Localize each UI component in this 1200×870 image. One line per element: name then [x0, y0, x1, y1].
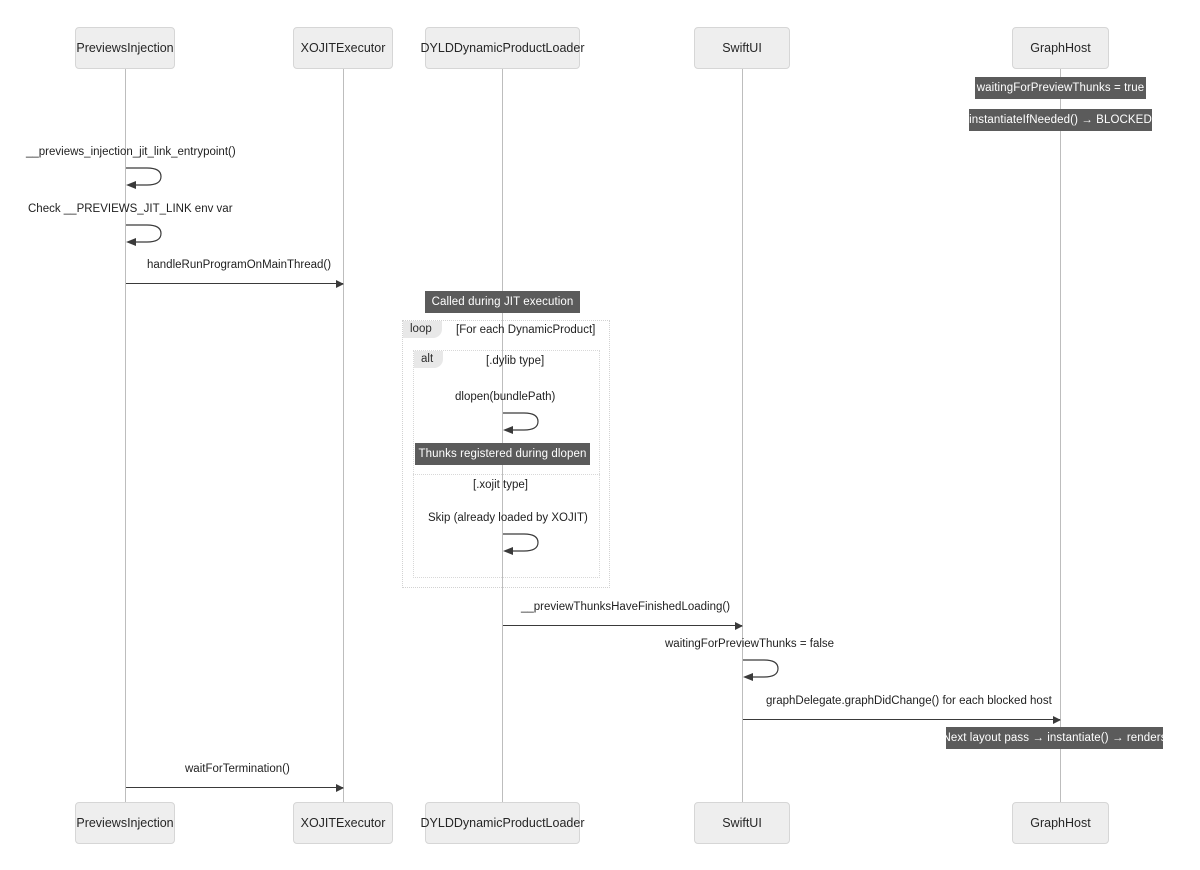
lifeline-xojit	[343, 68, 344, 802]
message-wait-for-termination	[126, 783, 344, 792]
fragment-alt-divider	[413, 474, 600, 475]
self-message-entrypoint	[125, 164, 171, 194]
participant-label: GraphHost	[1030, 41, 1091, 55]
participant-dyld-bottom[interactable]: DYLDDynamicProductLoader	[421, 802, 584, 844]
fragment-alt-else-condition: [.xojit type]	[473, 479, 528, 491]
note-thunks-registered-during-dlopen: Thunks registered during dlopen	[415, 443, 590, 465]
self-message-label-dlopen: dlopen(bundlePath)	[455, 391, 556, 403]
self-message-label-check-env: Check __PREVIEWS_JIT_LINK env var	[28, 203, 233, 215]
note-instantiate-if-needed-blocked: instantiateIfNeeded() → BLOCKED	[969, 109, 1152, 131]
participant-label: XOJITExecutor	[300, 41, 386, 55]
lifeline-dyld	[502, 68, 503, 802]
message-label-graph-did-change: graphDelegate.graphDidChange() for each …	[766, 695, 1052, 707]
self-message-label-entrypoint: __previews_injection_jit_link_entrypoint…	[26, 146, 236, 158]
participant-graphhost-bottom[interactable]: GraphHost	[1012, 802, 1109, 844]
participant-swiftui-top[interactable]: SwiftUI	[694, 27, 790, 69]
note-next-layout-pass: Next layout pass → instantiate() → rende…	[942, 727, 1166, 749]
message-graph-did-change	[743, 715, 1061, 724]
note-text: Next layout pass → instantiate() → rende…	[942, 732, 1167, 744]
participant-xojit-top[interactable]: XOJITExecutor	[293, 27, 393, 69]
participant-previews-top[interactable]: PreviewsInjection	[75, 27, 175, 69]
lifeline-graphhost	[1060, 68, 1061, 802]
self-message-check-env	[125, 221, 171, 251]
note-waiting-for-preview-thunks-true: waitingForPreviewThunks = true	[975, 77, 1146, 99]
participant-label: PreviewsInjection	[76, 41, 174, 55]
participant-previews-bottom[interactable]: PreviewsInjection	[75, 802, 175, 844]
lifeline-previews	[125, 68, 126, 802]
message-preview-thunks-finished	[503, 621, 743, 630]
message-label-wait-for-termination: waitForTermination()	[185, 763, 290, 775]
message-label-preview-thunks-finished: __previewThunksHaveFinishedLoading()	[521, 601, 731, 613]
self-message-waiting-false	[742, 656, 788, 686]
self-message-dlopen	[502, 409, 548, 439]
fragment-loop-condition: [For each DynamicProduct]	[456, 324, 596, 336]
participant-label: SwiftUI	[722, 41, 762, 55]
lifeline-swiftui	[742, 68, 743, 802]
fragment-loop	[402, 320, 610, 588]
fragment-alt	[413, 350, 600, 578]
participant-label: SwiftUI	[722, 816, 762, 830]
note-text: Called during JIT execution	[431, 296, 574, 308]
participant-dyld-top[interactable]: DYLDDynamicProductLoader	[421, 27, 584, 69]
note-called-during-jit-execution: Called during JIT execution	[425, 291, 580, 313]
fragment-alt-condition: [.dylib type]	[486, 355, 545, 367]
participant-xojit-bottom[interactable]: XOJITExecutor	[293, 802, 393, 844]
fragment-loop-operator: loop	[403, 321, 442, 338]
participant-graphhost-top[interactable]: GraphHost	[1012, 27, 1109, 69]
participant-label: XOJITExecutor	[300, 816, 386, 830]
self-message-label-waiting-false: waitingForPreviewThunks = false	[665, 638, 835, 650]
participant-label: DYLDDynamicProductLoader	[420, 816, 585, 830]
self-message-skip-xojit	[502, 530, 548, 560]
note-text: waitingForPreviewThunks = true	[976, 82, 1145, 94]
message-label-handle-run-program: handleRunProgramOnMainThread()	[147, 259, 332, 271]
participant-swiftui-bottom[interactable]: SwiftUI	[694, 802, 790, 844]
note-text: Thunks registered during dlopen	[418, 448, 587, 460]
participant-label: PreviewsInjection	[76, 816, 174, 830]
participant-label: GraphHost	[1030, 816, 1091, 830]
participant-label: DYLDDynamicProductLoader	[420, 41, 585, 55]
note-text: instantiateIfNeeded() → BLOCKED	[969, 114, 1152, 126]
fragment-alt-operator: alt	[414, 351, 444, 368]
message-handle-run-program	[126, 279, 344, 288]
self-message-label-skip-xojit: Skip (already loaded by XOJIT)	[428, 512, 588, 524]
